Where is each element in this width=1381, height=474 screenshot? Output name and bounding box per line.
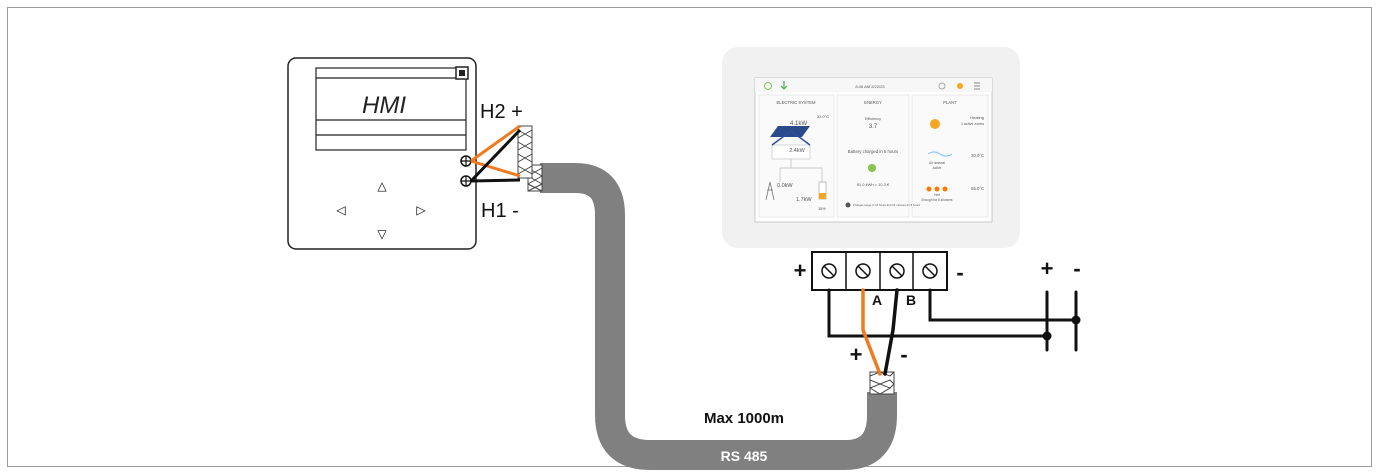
plant-hw-label: Hmf [934,193,940,197]
rs485-label: RS 485 [721,448,768,464]
drop-icon-2 [934,186,940,192]
plant-temp2: 55.0°C [971,186,984,191]
piggy-icon [868,164,876,172]
power-plus-label: + [1041,256,1054,281]
download-icon [780,81,788,90]
energy-note: Charges surge in 14 hours and 16 minutes… [853,203,921,207]
menu-icon [974,82,980,90]
plant-zones: 1 active zones [961,122,984,126]
cloud-icon [938,82,946,90]
bell-icon [957,83,963,89]
electric-temp: 32.0°C [817,114,829,119]
terminal-minus: - [956,260,963,285]
wire-braid-hmi [517,125,533,179]
nav-right-icon: ▷ [416,203,426,217]
nav-left-icon: ◁ [335,203,345,217]
plant-air-label: Air renewal [929,161,945,165]
touch-panel [722,47,1020,248]
energy-battery-msg: Battery charged in 5 hours [848,149,898,154]
electric-solar: 4.1kW [790,121,807,127]
cable-braid-right [869,371,895,395]
drop-icon-3 [942,186,948,192]
hmi-screen-label: HMI [362,92,406,119]
max-length-label: Max 1000m [704,410,784,427]
house-icon [771,130,811,146]
tablet-time: 8:46 AM 2/22/23 [855,84,885,89]
terminal-block [811,251,948,291]
terminal-plus: + [794,258,807,283]
panel-title-electric: ELECTRIC SYSTEM [776,100,816,105]
plant-air-state: Active [933,166,942,170]
panel-title-plant: PLANT [943,100,957,105]
power-icon [764,82,772,90]
power-minus-label: - [1073,256,1080,281]
plant-hw-note: Enough for 5 showers [921,198,952,202]
hmi-device [287,57,477,250]
energy-efficiency-value: 3.7 [869,124,878,130]
nav-down-icon: ▽ [377,227,387,241]
plant-temp1: 30.0°C [971,153,984,158]
air-icon [927,151,953,157]
wire-minus-label: - [900,342,907,367]
pylon-icon [765,181,775,201]
drop-icon-1 [926,186,932,192]
terminal-a-label: A [872,292,882,308]
panel-title-energy: ENERGY [864,100,882,105]
h2-label: H2 + [480,101,523,123]
sun-icon [930,119,940,129]
rs485-cable [540,163,897,470]
electric-house: 2.4kW [789,148,805,154]
h1-label: H1 - [481,200,519,222]
energy-cost: 51.0 kWh = 10.3 € [857,182,890,187]
wire-plus-label: + [850,342,863,367]
terminal-wires [827,288,1081,376]
hmi-wires [469,124,522,183]
electric-grid: 0.0kW [777,183,793,189]
terminal-b-label: B [906,292,916,308]
nav-up-icon: △ [377,179,387,193]
energy-efficiency-label: Efficiency [865,117,881,121]
plant-heating: Heating [970,115,984,120]
electric-battery-pct: 35% [818,207,826,211]
electric-battery: 1.7kW [796,197,812,203]
